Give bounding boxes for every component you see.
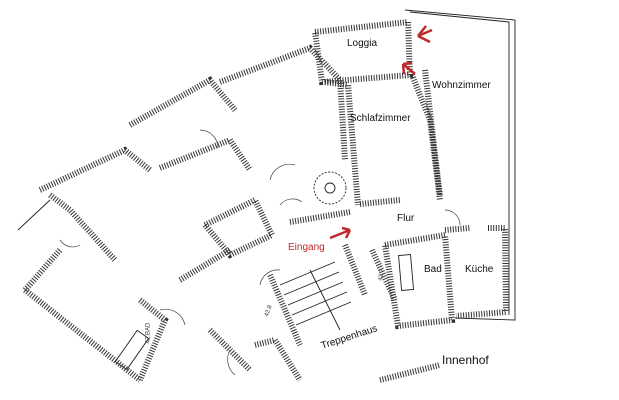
area-label-innenhof: Innenhof — [442, 353, 489, 367]
room-label-bad: Bad — [424, 264, 442, 275]
doors — [59, 129, 461, 376]
bathtub — [114, 254, 415, 371]
stairs — [279, 261, 352, 331]
spiral-stair — [313, 171, 347, 205]
room-label-schlafzimmer: Schlafzimmer — [350, 113, 411, 124]
room-label-kueche: Küche — [465, 264, 494, 275]
room-label-flur: Flur — [397, 213, 415, 224]
entrance-label: Eingang — [288, 242, 325, 253]
arrow-icon — [401, 61, 416, 75]
arrow-icon — [329, 226, 352, 240]
entry-arrows — [329, 25, 433, 240]
small-label-bad: 42.BAD — [145, 322, 152, 344]
arrow-icon — [417, 25, 433, 44]
walls — [17, 9, 516, 383]
room-label-wohnzimmer: Wohnzimmer — [432, 80, 491, 91]
room-label-loggia: Loggia — [347, 38, 378, 49]
